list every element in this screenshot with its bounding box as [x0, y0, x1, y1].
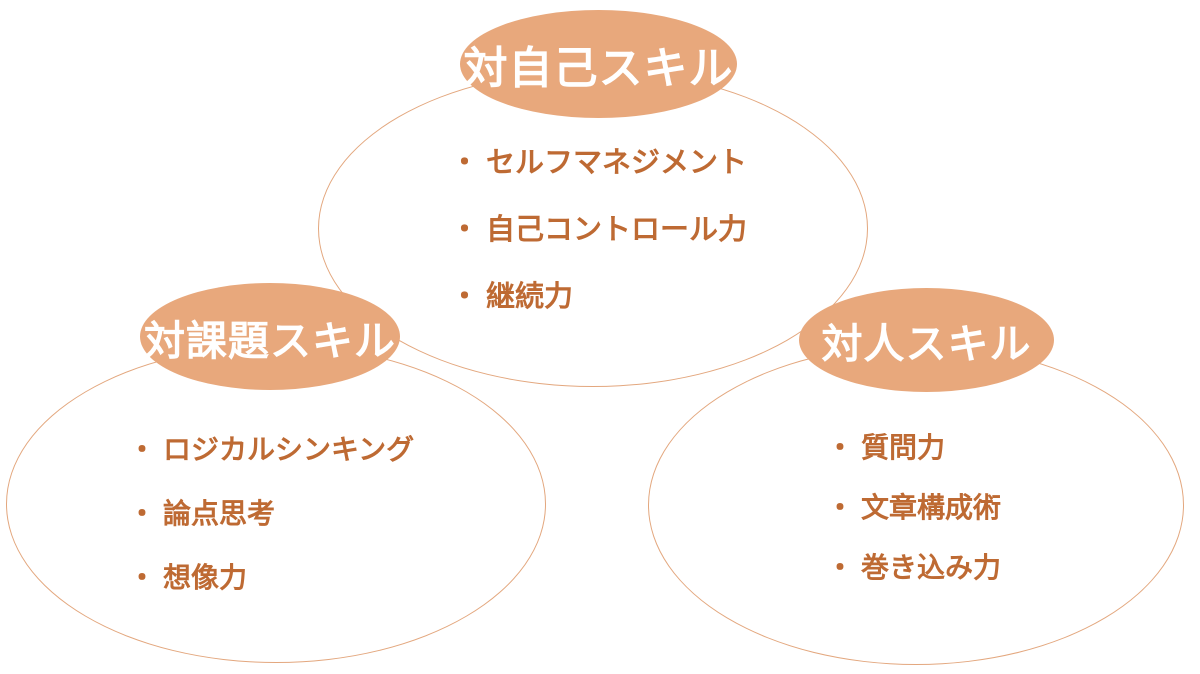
skill-item: ・ 論点思考: [128, 500, 414, 528]
skill-item-label: 自己コントロール力: [486, 212, 748, 246]
skill-item: ・ ロジカルシンキング: [128, 436, 414, 464]
skill-item-label: ロジカルシンキング: [163, 433, 415, 466]
skill-item-label: 文章構成術: [861, 491, 1002, 524]
task-skill-list: ・ ロジカルシンキング ・ 論点思考 ・ 想像力: [128, 436, 414, 592]
skill-item-label: セルフマネジメント: [486, 145, 748, 179]
people-group-badge: 対人スキル: [799, 288, 1054, 392]
task-group-badge: 対課題スキル: [140, 283, 400, 390]
skill-item-label: 質問力: [861, 431, 946, 464]
bullet-icon: ・: [826, 431, 855, 464]
bullet-icon: ・: [826, 491, 855, 524]
self-group-badge: 対自己スキル: [460, 10, 737, 118]
skill-item: ・ 文章構成術: [826, 494, 1001, 522]
bullet-icon: ・: [450, 212, 480, 246]
self-group-label: 対自己スキル: [463, 43, 734, 94]
skill-item-label: 巻き込み力: [861, 551, 1002, 584]
people-group-label: 対人スキル: [821, 320, 1032, 368]
skill-item-label: 想像力: [163, 561, 248, 594]
people-skill-list: ・ 質問力 ・ 文章構成術 ・ 巻き込み力: [826, 434, 1001, 582]
bullet-icon: ・: [450, 145, 480, 179]
skill-item: ・ 質問力: [826, 434, 1001, 462]
skill-item: ・ セルフマネジメント: [450, 148, 747, 177]
skill-item: ・ 継続力: [450, 282, 747, 311]
skill-item: ・ 巻き込み力: [826, 554, 1001, 582]
bullet-icon: ・: [128, 561, 157, 594]
skill-item: ・ 想像力: [128, 564, 414, 592]
skill-item: ・ 自己コントロール力: [450, 215, 747, 244]
bullet-icon: ・: [450, 279, 480, 313]
bullet-icon: ・: [128, 497, 157, 530]
skill-item-label: 継続力: [486, 279, 574, 313]
skill-item-label: 論点思考: [163, 497, 276, 530]
bullet-icon: ・: [128, 433, 157, 466]
bullet-icon: ・: [826, 551, 855, 584]
task-group-label: 対課題スキル: [144, 316, 396, 365]
self-skill-list: ・ セルフマネジメント ・ 自己コントロール力 ・ 継続力: [450, 148, 747, 311]
